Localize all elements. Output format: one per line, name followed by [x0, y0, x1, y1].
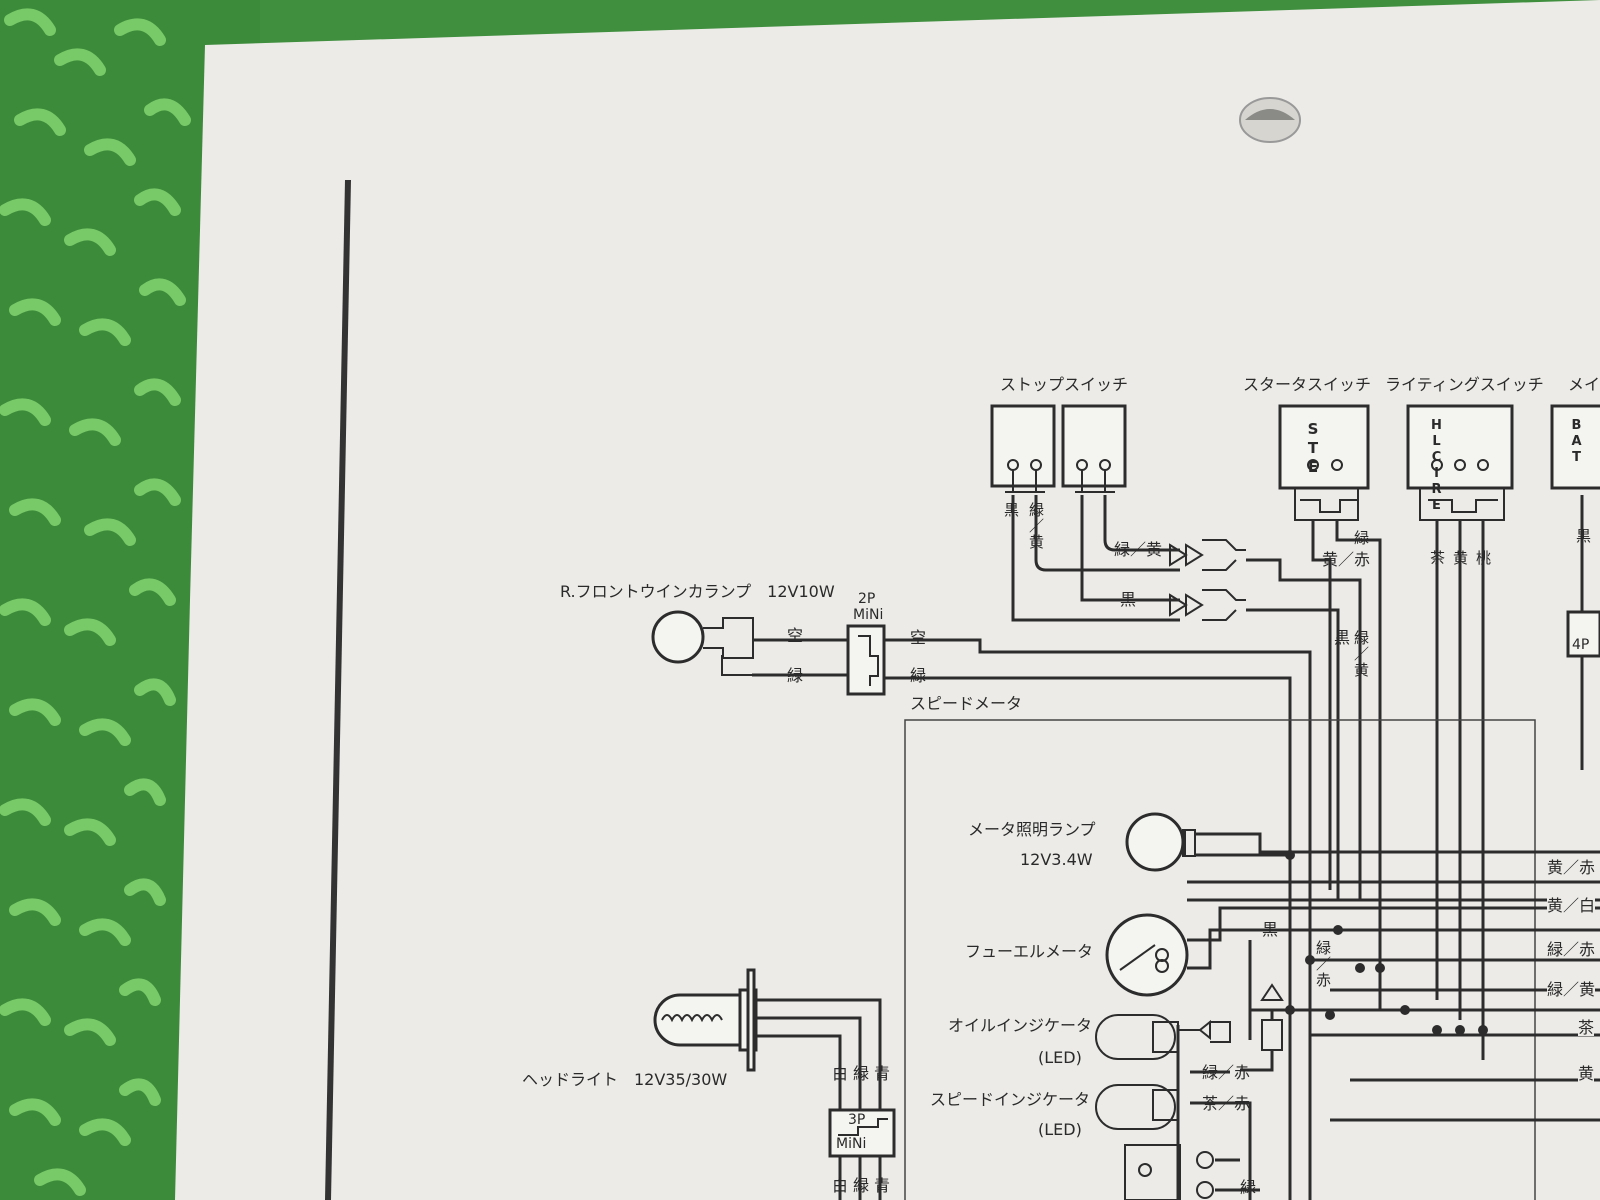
fuel-meter: [1105, 913, 1189, 997]
wire-label-winker-green-b: 緑: [910, 666, 927, 685]
battery-terminal-label: BAT: [1569, 418, 1584, 466]
wire-label-winker-green-a: 緑: [787, 666, 804, 685]
wire-label-right-3: 緑／赤: [1547, 940, 1596, 959]
meter-illumination-lamp: [1125, 812, 1196, 872]
main-switch-label: メイ: [1568, 375, 1600, 394]
wire-label-right-2: 黄／白: [1547, 896, 1596, 915]
wire-label-mid-black: 黒: [1334, 628, 1351, 647]
wire-label-indicator-brown-red: 茶／赤: [1202, 1094, 1251, 1113]
connector-3p-mini: [828, 1108, 896, 1158]
headlight-label: ヘッドライト 12V35/30W: [522, 1070, 728, 1089]
wire-label-right-1: 黄／赤: [1547, 858, 1596, 877]
wire-label-indicator-green-red: 緑／赤: [1202, 1063, 1251, 1082]
bullet-connector-lower: [1169, 589, 1246, 621]
bullet-connector-upper: [1169, 539, 1246, 571]
connector-2p-mini: [846, 624, 886, 696]
wire-label-starter-yellow-red: 黄／赤: [1322, 550, 1371, 569]
connector-4p-label: 4P: [1572, 637, 1590, 653]
speedometer-label: スピードメータ: [910, 694, 1023, 713]
front-winker-lamp: [651, 610, 754, 676]
wire-label-head-blue-b: 青: [874, 1176, 891, 1195]
wire-label-winker-sky-b: 空: [910, 628, 927, 647]
connector-2p-mini-label: MiNi: [853, 607, 884, 623]
fuel-meter-label: フューエルメータ: [965, 942, 1094, 961]
wire-label-head-green-a: 緑: [853, 1064, 870, 1083]
wire-label-lighting-pink: 桃: [1474, 550, 1492, 566]
wire-label-right-6: 黄: [1578, 1064, 1595, 1083]
speed-indicator-label: スピードインジケータ: [930, 1090, 1091, 1109]
stop-switch-label: ストップスイッチ: [1000, 375, 1129, 394]
wire-label-main-black: 黒: [1574, 528, 1592, 544]
wire-label-head-white-a: 白: [832, 1064, 849, 1083]
wire-label-stop-right-green-yellow: 緑／黄: [1114, 540, 1163, 559]
wire-label-lighting-brown: 茶: [1428, 550, 1446, 566]
wire-label-head-white-b: 白: [832, 1176, 849, 1195]
stop-switch-left: [990, 404, 1056, 493]
starter-terminal-label: STE: [1304, 420, 1322, 477]
meter-lamp-spec: 12V3.4W: [1020, 850, 1093, 869]
wire-label-right-5: 茶: [1578, 1018, 1595, 1037]
connector-2p-label: 2P: [858, 591, 876, 607]
lighting-switch: [1406, 404, 1514, 521]
oil-indicator-led-label: (LED): [1038, 1048, 1082, 1067]
wire-label-lighting-yellow: 黄: [1451, 550, 1469, 566]
wire-label-stop-black: 黒: [1002, 502, 1020, 518]
wire-label-mid-green-yellow: 緑／黄: [1352, 630, 1370, 678]
wire-label-indicator-green: 緑: [1240, 1178, 1257, 1197]
main-switch: [1550, 404, 1600, 490]
front-winker-label: R.フロントウインカランプ 12V10W: [560, 582, 835, 601]
wire-label-stop-right-black: 黒: [1120, 590, 1137, 609]
wire-label-head-blue-a: 青: [874, 1064, 891, 1083]
connector-3p-label: 3P: [848, 1112, 866, 1128]
wire-label-winker-sky-a: 空: [787, 626, 804, 645]
stop-switch-right: [1061, 404, 1127, 493]
oil-indicator-label: オイルインジケータ: [948, 1016, 1093, 1035]
wire-label-starter-green: 緑: [1352, 530, 1370, 546]
starter-switch: [1278, 404, 1370, 521]
headlight-bulb: [653, 968, 758, 1072]
speedometer-enclosure: [904, 719, 1536, 1200]
lighting-switch-label: ライティングスイッチ: [1385, 375, 1544, 394]
meter-lamp-label: メータ照明ランプ: [968, 820, 1096, 839]
wire-label-fuel-black: 黒: [1262, 920, 1279, 939]
wire-label-fuel-green-red: 緑／赤: [1314, 940, 1332, 988]
starter-switch-label: スタータスイッチ: [1243, 375, 1372, 394]
lighting-terminal-label: HLCIRE: [1429, 418, 1444, 514]
wire-label-right-4: 緑／黄: [1547, 980, 1596, 999]
connector-3p-mini-label: MiNi: [836, 1136, 867, 1152]
wire-label-head-green-b: 緑: [853, 1176, 870, 1195]
wire-label-stop-green-yellow: 緑／黄: [1027, 502, 1045, 550]
speed-indicator-led-label: (LED): [1038, 1120, 1082, 1139]
